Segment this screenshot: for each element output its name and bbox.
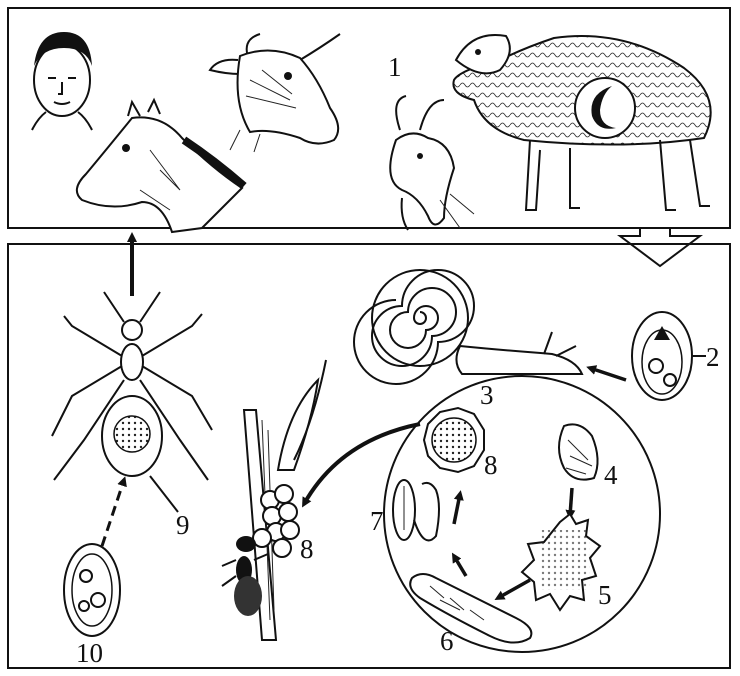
arrow-egg-to-snail [590,368,626,380]
sheep-icon [453,35,710,210]
arrow-egg-to-ant [102,480,124,546]
label-4: 4 [604,460,618,490]
label-8-stalk: 8 [300,534,314,564]
goat-head-icon [390,96,474,230]
cercaria-icon [393,480,439,540]
redia-icon [410,574,531,643]
liver-icon [575,78,635,138]
ant-icon [52,292,212,480]
cow-head-icon [210,34,340,152]
label-3: 3 [480,380,494,410]
snail-lifecycle-circle [384,376,660,652]
human-head-icon [32,32,92,130]
label-9: 9 [176,510,190,540]
miracidium-icon [559,424,598,479]
label-5: 5 [598,580,612,610]
egg-2-icon [632,312,692,400]
label-10: 10 [76,638,103,668]
label-2: 2 [706,342,720,372]
snail-icon [354,270,582,384]
hosts-panel: 1 [8,8,730,232]
panel-connector-arrow [620,228,700,266]
metacercaria-icon [424,408,484,472]
arrow-5-to-6 [498,580,530,598]
arrow-6-to-7 [454,556,466,576]
horse-head-icon [77,100,244,232]
sporocyst-icon [522,514,600,610]
label-7: 7 [370,506,384,536]
label-8-circle: 8 [484,450,498,480]
arrow-7-to-8 [454,494,460,524]
lifecycle-panel: 9 10 [8,236,730,668]
egg-10-icon [64,544,120,636]
label-1: 1 [388,52,402,82]
arrow-4-to-5 [570,488,572,516]
label-6: 6 [440,626,454,656]
